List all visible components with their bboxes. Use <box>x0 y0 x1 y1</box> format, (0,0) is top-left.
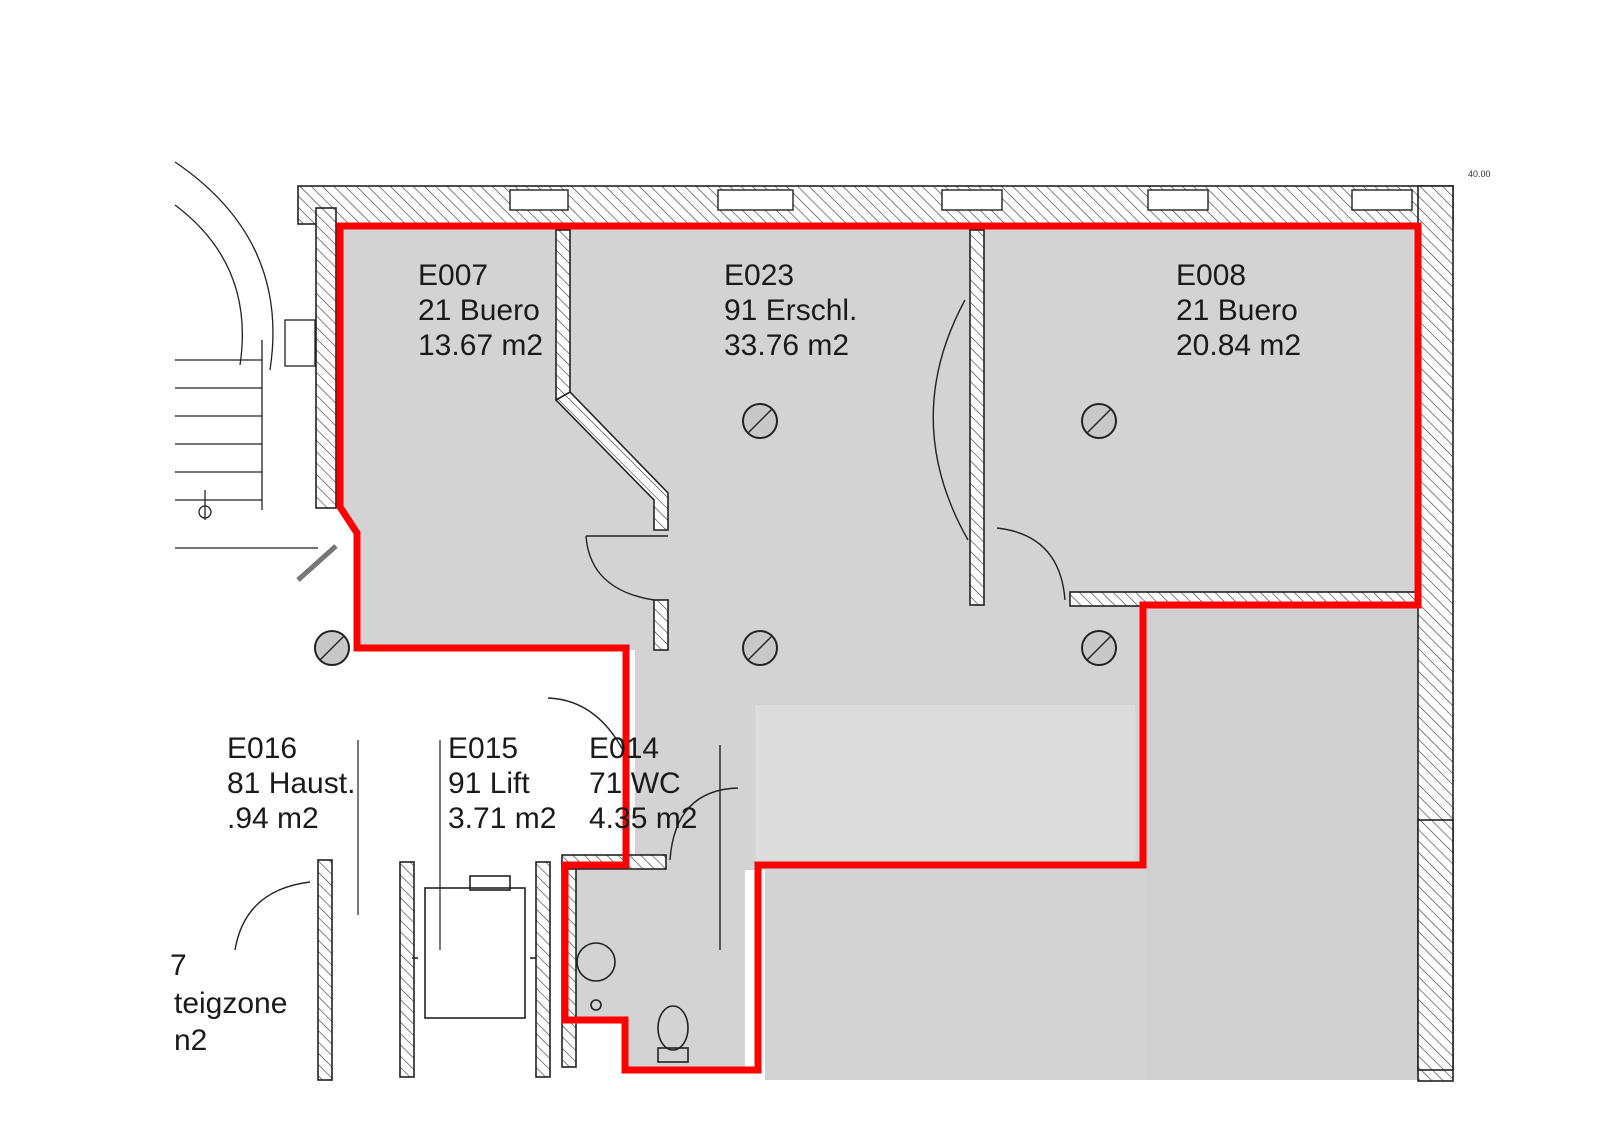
window-5 <box>1351 189 1413 211</box>
room-e007-area: 13.67 m2 <box>418 329 543 362</box>
light-zone-fill <box>755 705 1135 865</box>
room-e007-id: E007 <box>418 259 488 292</box>
room-e023-id: E023 <box>724 259 794 292</box>
window-3 <box>941 189 1003 211</box>
highlight-outline <box>336 222 1422 1074</box>
room-partial-area: n2 <box>174 1024 207 1057</box>
room-e008-id: E008 <box>1176 259 1246 292</box>
door-e008 <box>996 527 1066 601</box>
sink-icon <box>576 942 616 982</box>
room-e015-use: 91 Lift <box>448 767 530 800</box>
door-lift <box>547 697 629 761</box>
room-partial-label: 7 teigzone n2 <box>170 949 287 1057</box>
room-e007-label: E007 21 Buero 13.67 m2 <box>418 259 543 362</box>
walls <box>297 185 1454 1082</box>
room-e014-id: E014 <box>589 732 659 765</box>
wall-e007-e023 <box>555 229 571 401</box>
west-wall-upper <box>315 207 337 509</box>
window-2 <box>717 189 794 211</box>
room-e016-area: .94 m2 <box>227 802 319 835</box>
doors <box>234 299 1066 951</box>
door-jamb <box>653 599 669 651</box>
lift-wall-left <box>399 861 415 1078</box>
shaft-wall <box>317 859 333 1081</box>
window-1 <box>509 189 569 211</box>
room-e007-use: 21 Buero <box>418 294 540 327</box>
room-partial-id: 7 <box>170 949 187 982</box>
staircase <box>174 161 318 549</box>
room-e016-label: E016 81 Haust. .94 m2 <box>227 732 355 835</box>
room-e014-area: 4.35 m2 <box>589 802 697 835</box>
door-wc <box>669 787 739 861</box>
room-e015-area: 3.71 m2 <box>448 802 556 835</box>
room-e015-label: E015 91 Lift 3.71 m2 <box>448 732 556 835</box>
room-e015-id: E015 <box>448 732 518 765</box>
wall-e023-e008 <box>969 229 985 606</box>
room-e008-use: 21 Buero <box>1176 294 1298 327</box>
lower-right-fill <box>1145 610 1420 1080</box>
diagonal-wall <box>554 390 669 531</box>
section-mark <box>296 544 338 582</box>
room-e016-use: 81 Haust. <box>227 767 355 800</box>
room-e023-use: 91 Erschl. <box>724 294 857 327</box>
wc-fixtures <box>576 942 689 1063</box>
door-haust <box>234 881 311 951</box>
lift-car <box>412 875 536 1019</box>
room-e014-use: 71 WC <box>589 767 681 800</box>
windows <box>509 189 1413 211</box>
columns <box>314 403 1117 666</box>
door-e007 <box>585 535 668 601</box>
lift-wall-right <box>535 861 551 1078</box>
stair-arc-inner <box>174 204 243 366</box>
toilet-icon <box>657 1005 689 1051</box>
window-4 <box>1147 189 1209 211</box>
east-lower-wall <box>1417 819 1454 1071</box>
room-e008-label: E008 21 Buero 20.84 m2 <box>1176 259 1301 362</box>
north-wall <box>297 185 1454 225</box>
door-e023-e008 <box>932 299 969 541</box>
room-e014-label: E014 71 WC 4.35 m2 <box>589 732 697 835</box>
room-e008-area: 20.84 m2 <box>1176 329 1301 362</box>
scale-note: 40.00 <box>1468 169 1491 179</box>
stair-arc-outer <box>174 161 274 371</box>
room-e023-area: 33.76 m2 <box>724 329 849 362</box>
room-e016-id: E016 <box>227 732 297 765</box>
room-e023-label: E023 91 Erschl. 33.76 m2 <box>724 259 857 362</box>
room-partial-use: teigzone <box>174 987 287 1020</box>
